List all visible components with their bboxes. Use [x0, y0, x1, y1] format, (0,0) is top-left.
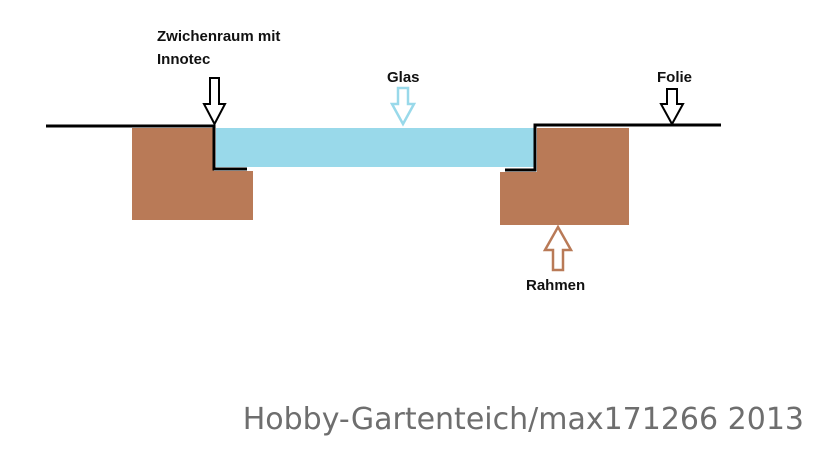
arrow-down-icon — [389, 86, 417, 127]
glass-pane — [216, 128, 534, 167]
arrow-up-icon — [542, 224, 574, 272]
arrow-down-icon — [659, 88, 685, 127]
arrow-down-icon — [202, 77, 227, 127]
label-glas: Glas — [387, 69, 420, 86]
watermark-text: Hobby-Gartenteich/max171266 2013 — [243, 402, 804, 437]
frame-right-block — [500, 128, 629, 225]
label-zwischenraum-line2: Innotec — [157, 51, 210, 68]
foil-line-left — [46, 124, 247, 171]
frame-left-block — [132, 128, 253, 220]
label-zwischenraum-line1: Zwichenraum mit — [157, 28, 280, 45]
label-folie: Folie — [657, 69, 692, 86]
label-rahmen: Rahmen — [526, 277, 585, 294]
foil-line-right — [505, 123, 721, 172]
